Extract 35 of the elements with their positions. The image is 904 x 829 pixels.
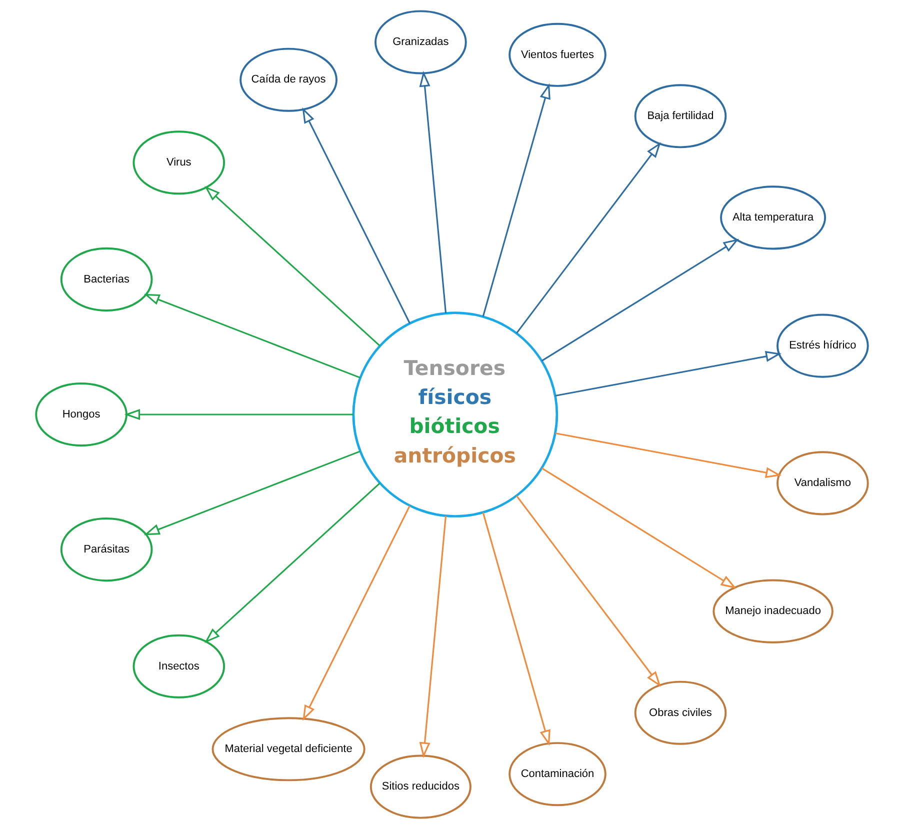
arrow xyxy=(516,495,661,687)
node-ellipse: Alta temperatura xyxy=(720,186,826,250)
arrow xyxy=(302,505,410,721)
node-ellipse: Hongos xyxy=(35,382,128,447)
arrow xyxy=(144,294,360,378)
node-ellipse: Vandalismo xyxy=(776,451,869,516)
node-ellipse: Bacterias xyxy=(60,247,153,312)
node-ellipse: Contaminación xyxy=(508,742,606,806)
arrow xyxy=(482,83,550,317)
arrow xyxy=(419,516,447,758)
arrow xyxy=(144,450,360,536)
node-ellipse: Parásitas xyxy=(60,518,153,582)
node-ellipse: Sitios reducidos xyxy=(370,754,472,819)
node-ellipse: Obras civiles xyxy=(634,680,727,745)
node-ellipse: Baja fertilidad xyxy=(634,84,727,148)
node-ellipse: Manejo inadecuado xyxy=(712,579,834,644)
arrow xyxy=(302,107,410,324)
node-ellipse: Caída de rayos xyxy=(240,48,338,112)
node-ellipse: Material vegetal deficiente xyxy=(212,717,366,782)
arrow xyxy=(204,186,380,346)
arrow xyxy=(516,142,661,334)
arrow xyxy=(555,351,782,397)
node-ellipse: Granizadas xyxy=(374,10,467,74)
node-ellipse: Insectos xyxy=(132,634,226,698)
arrow xyxy=(124,409,354,420)
arrow xyxy=(541,467,737,589)
arrow xyxy=(482,512,550,746)
arrow xyxy=(419,70,447,314)
arrow xyxy=(555,432,782,478)
node-ellipse: Estrés hídrico xyxy=(776,314,869,378)
node-ellipse: Virus xyxy=(132,130,226,195)
node-ellipse: Vientos fuertes xyxy=(508,22,606,87)
node-circle: Tensores físicos bióticos antrópicos xyxy=(352,312,558,518)
arrow xyxy=(541,238,739,362)
arrow xyxy=(204,482,380,644)
